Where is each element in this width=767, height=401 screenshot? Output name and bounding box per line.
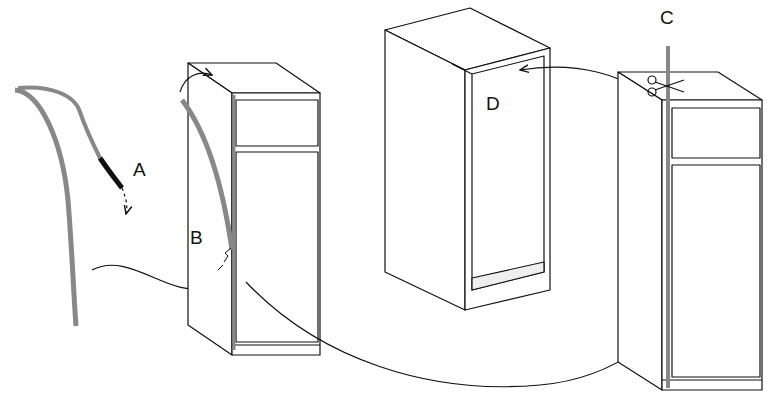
fastening-mark xyxy=(218,248,231,270)
freezer-door xyxy=(236,100,318,146)
fridge2-side xyxy=(618,72,662,390)
cabinet-inner-edge xyxy=(452,64,472,74)
fold-arrow xyxy=(122,188,127,214)
cabinet-front xyxy=(465,48,550,310)
cabinet-floor xyxy=(472,262,544,290)
main-door xyxy=(236,152,318,342)
strip-end xyxy=(18,87,100,158)
strip-top-arrow xyxy=(180,73,212,92)
scissors-symbol xyxy=(648,76,684,96)
strip-c xyxy=(666,46,670,388)
callout-letter: D xyxy=(486,94,500,113)
callout-letter: B xyxy=(190,228,203,247)
callout-letter: C xyxy=(660,8,674,27)
fridge2-front xyxy=(662,100,762,390)
fridge2-door xyxy=(672,165,760,377)
cabinet-opening xyxy=(472,56,544,290)
strip-end-dark xyxy=(100,158,122,188)
fridge2-freezer xyxy=(672,108,760,158)
strip-b xyxy=(182,100,232,250)
cabinet-side xyxy=(385,30,465,310)
installed-strip xyxy=(233,95,236,350)
fridge2-base xyxy=(662,379,762,380)
fridge-base xyxy=(232,344,320,345)
fridge-front xyxy=(232,93,320,355)
panel-strip xyxy=(15,90,76,326)
callout-letter: A xyxy=(133,160,146,179)
